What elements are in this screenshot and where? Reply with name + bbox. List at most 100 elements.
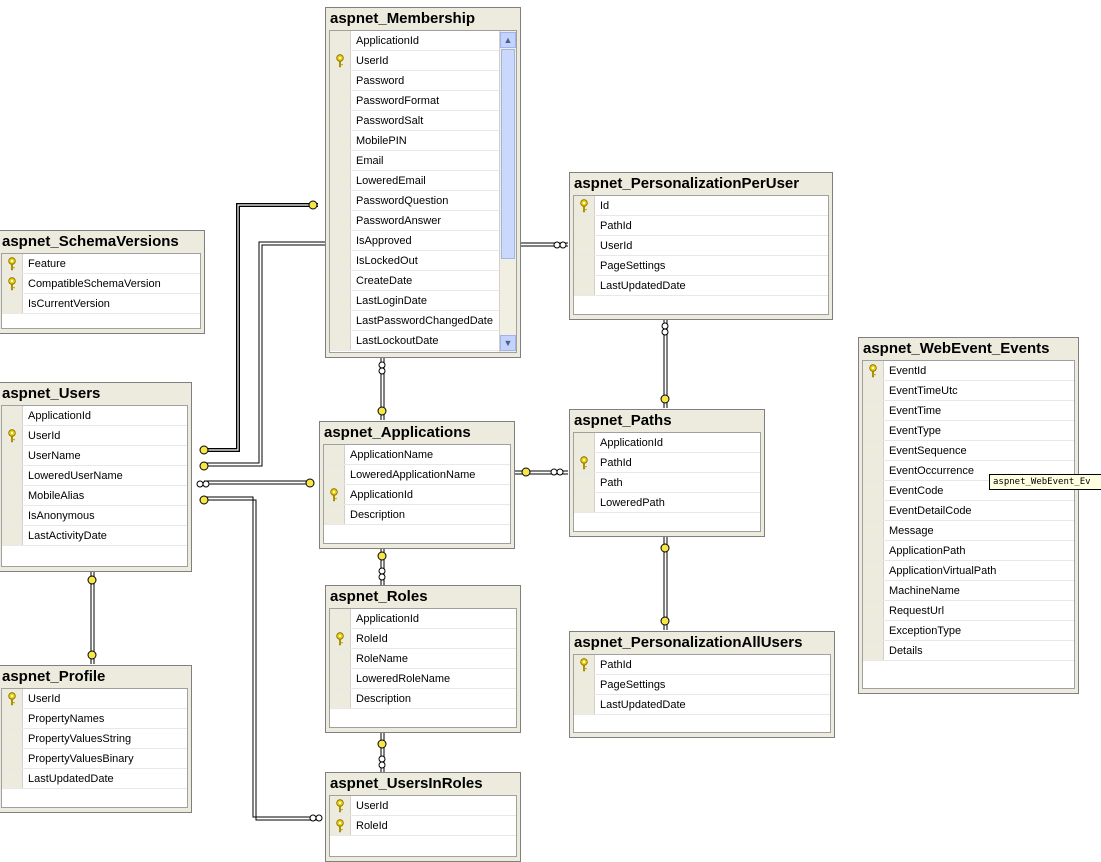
row-selector[interactable]: [324, 445, 345, 464]
column-row[interactable]: LastUpdatedDate: [2, 769, 187, 789]
column-row[interactable]: ApplicationVirtualPath: [863, 561, 1074, 581]
column-row[interactable]: LoweredRoleName: [330, 669, 516, 689]
column-row[interactable]: IsAnonymous: [2, 506, 187, 526]
row-selector[interactable]: [574, 675, 595, 694]
column-row[interactable]: LastUpdatedDate: [574, 695, 830, 715]
row-selector[interactable]: [330, 31, 351, 50]
column-row[interactable]: LastPasswordChangedDate: [330, 311, 499, 331]
column-row[interactable]: PageSettings: [574, 256, 828, 276]
column-row[interactable]: EventCode: [863, 481, 1074, 501]
row-selector[interactable]: [330, 91, 351, 110]
row-selector[interactable]: [2, 446, 23, 465]
row-selector[interactable]: [2, 486, 23, 505]
column-row[interactable]: ApplicationPath: [863, 541, 1074, 561]
row-selector[interactable]: [330, 331, 351, 350]
row-selector[interactable]: [574, 276, 595, 295]
row-selector[interactable]: [863, 441, 884, 460]
column-row[interactable]: EventTime: [863, 401, 1074, 421]
column-row[interactable]: ApplicationId: [2, 406, 187, 426]
column-row[interactable]: Id: [574, 196, 828, 216]
column-row[interactable]: PropertyValuesBinary: [2, 749, 187, 769]
column-row[interactable]: IsLockedOut: [330, 251, 499, 271]
column-row[interactable]: LoweredEmail: [330, 171, 499, 191]
column-row[interactable]: ApplicationId: [324, 485, 510, 505]
table-title[interactable]: aspnet_WebEvent_Events: [863, 340, 1050, 357]
row-selector[interactable]: [330, 191, 351, 210]
column-row[interactable]: UserId: [330, 51, 499, 71]
table-title[interactable]: aspnet_PersonalizationPerUser: [574, 175, 800, 192]
row-selector[interactable]: [863, 401, 884, 420]
row-selector[interactable]: [863, 581, 884, 600]
column-row[interactable]: EventId: [863, 361, 1074, 381]
column-row[interactable]: PathId: [574, 655, 830, 675]
row-selector[interactable]: [574, 655, 595, 674]
column-row[interactable]: Path: [574, 473, 760, 493]
row-selector[interactable]: [330, 689, 351, 708]
scroll-up-arrow-icon[interactable]: ▲: [500, 32, 516, 48]
column-row[interactable]: PasswordQuestion: [330, 191, 499, 211]
row-selector[interactable]: [330, 816, 351, 835]
column-row[interactable]: UserId: [574, 236, 828, 256]
row-selector[interactable]: [574, 453, 595, 472]
row-selector[interactable]: [2, 749, 23, 768]
table-title[interactable]: aspnet_Paths: [574, 412, 672, 429]
column-row[interactable]: Description: [330, 689, 516, 709]
row-selector[interactable]: [2, 689, 23, 708]
column-row[interactable]: PasswordFormat: [330, 91, 499, 111]
row-selector[interactable]: [330, 211, 351, 230]
column-row[interactable]: CompatibleSchemaVersion: [2, 274, 200, 294]
scroll-thumb[interactable]: [501, 49, 515, 259]
column-row[interactable]: LoweredApplicationName: [324, 465, 510, 485]
table-title[interactable]: aspnet_Users: [2, 385, 101, 402]
column-row[interactable]: LastActivityDate: [2, 526, 187, 546]
table-title[interactable]: aspnet_Applications: [324, 424, 471, 441]
row-selector[interactable]: [330, 51, 351, 70]
column-row[interactable]: LastLoginDate: [330, 291, 499, 311]
column-row[interactable]: Message: [863, 521, 1074, 541]
row-selector[interactable]: [324, 485, 345, 504]
row-selector[interactable]: [330, 71, 351, 90]
table-title[interactable]: aspnet_Roles: [330, 588, 428, 605]
column-row[interactable]: ApplicationId: [330, 31, 499, 51]
row-selector[interactable]: [863, 561, 884, 580]
column-row[interactable]: LoweredPath: [574, 493, 760, 513]
column-row[interactable]: UserName: [2, 446, 187, 466]
row-selector[interactable]: [863, 461, 884, 480]
column-row[interactable]: PasswordSalt: [330, 111, 499, 131]
table-title[interactable]: aspnet_Membership: [330, 10, 476, 27]
row-selector[interactable]: [330, 629, 351, 648]
column-row[interactable]: LoweredUserName: [2, 466, 187, 486]
column-row[interactable]: PathId: [574, 216, 828, 236]
column-row[interactable]: ApplicationId: [330, 609, 516, 629]
row-selector[interactable]: [863, 621, 884, 640]
table-title[interactable]: aspnet_UsersInRoles: [330, 775, 483, 792]
row-selector[interactable]: [574, 196, 595, 215]
row-selector[interactable]: [2, 254, 23, 273]
row-selector[interactable]: [574, 473, 595, 492]
row-selector[interactable]: [330, 171, 351, 190]
table-title[interactable]: aspnet_PersonalizationAllUsers: [574, 634, 803, 651]
row-selector[interactable]: [2, 274, 23, 293]
column-row[interactable]: ApplicationName: [324, 445, 510, 465]
scroll-down-arrow-icon[interactable]: ▼: [500, 335, 516, 351]
table-title[interactable]: aspnet_Profile: [2, 668, 106, 685]
vertical-scrollbar[interactable]: ▲ ▼: [499, 31, 516, 352]
column-row[interactable]: PasswordAnswer: [330, 211, 499, 231]
column-row[interactable]: UserId: [330, 796, 516, 816]
row-selector[interactable]: [2, 426, 23, 445]
row-selector[interactable]: [863, 541, 884, 560]
column-row[interactable]: EventDetailCode: [863, 501, 1074, 521]
row-selector[interactable]: [2, 709, 23, 728]
column-row[interactable]: RoleId: [330, 629, 516, 649]
column-row[interactable]: RoleName: [330, 649, 516, 669]
column-row[interactable]: PageSettings: [574, 675, 830, 695]
column-row[interactable]: EventSequence: [863, 441, 1074, 461]
row-selector[interactable]: [863, 521, 884, 540]
row-selector[interactable]: [324, 505, 345, 524]
column-row[interactable]: ApplicationId: [574, 433, 760, 453]
